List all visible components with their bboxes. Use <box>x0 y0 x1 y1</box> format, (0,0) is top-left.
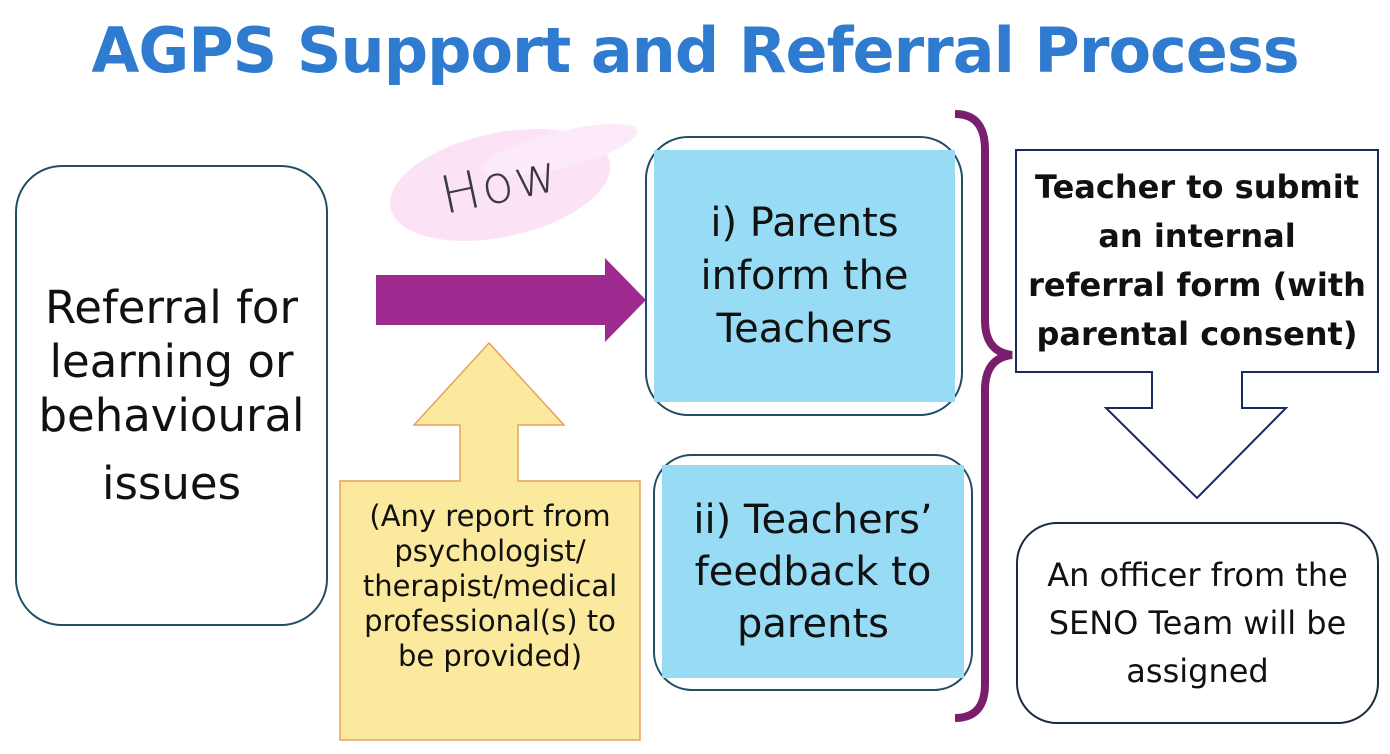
step-ii-fill <box>662 465 964 678</box>
step-ii-line: ii) Teachers’ <box>693 496 933 543</box>
reports-line: psychologist/ <box>394 533 586 568</box>
reports-line: professional(s) to <box>364 603 616 638</box>
step-ii-text: ii) Teachers’ feedback to parents <box>662 465 964 678</box>
submit-form-text: Teacher to submit an internal referral f… <box>1018 152 1376 370</box>
submit-line: Teacher to submit <box>1034 168 1359 206</box>
submit-line: parental consent) <box>1036 315 1358 353</box>
reports-line: therapist/medical <box>362 568 618 603</box>
submit-form-callout-shape <box>1015 149 1379 500</box>
assign-line: An officer from the <box>1047 556 1348 594</box>
how-highlight-streak <box>482 123 638 177</box>
assign-line: SENO Team will be <box>1048 604 1347 642</box>
step-i-line: i) Parents <box>710 199 899 246</box>
reports-line: (Any report from <box>369 498 611 533</box>
reports-line: be provided) <box>397 638 583 673</box>
reports-note-text: (Any report from psychologist/ therapist… <box>340 481 640 691</box>
step-ii-line: feedback to <box>694 548 932 595</box>
assign-line: assigned <box>1126 652 1269 690</box>
start-box <box>15 165 328 626</box>
start-line: behavioural <box>38 388 305 442</box>
assign-officer-box <box>1016 522 1379 724</box>
page-title: AGPS Support and Referral Process <box>91 14 1299 87</box>
step-i-line: Teachers <box>716 305 893 352</box>
step-ii-line: parents <box>737 600 889 647</box>
step-i-text: i) Parents inform the Teachers <box>654 150 955 402</box>
submit-line: referral form (with <box>1028 266 1366 304</box>
reports-callout-shape <box>339 341 641 741</box>
purple-right-arrow <box>376 258 646 342</box>
start-line: learning or <box>49 334 294 388</box>
step-i-fill <box>654 150 955 402</box>
step-i-line: inform the <box>700 252 909 299</box>
start-line: Referral for <box>45 280 298 334</box>
assign-officer-text: An officer from the SENO Team will be as… <box>1018 525 1377 721</box>
right-curly-brace <box>954 110 1013 722</box>
submit-line: an internal <box>1098 217 1296 255</box>
start-line: issues <box>101 456 242 510</box>
start-box-text: Referral for learning or behavioural iss… <box>16 166 327 625</box>
